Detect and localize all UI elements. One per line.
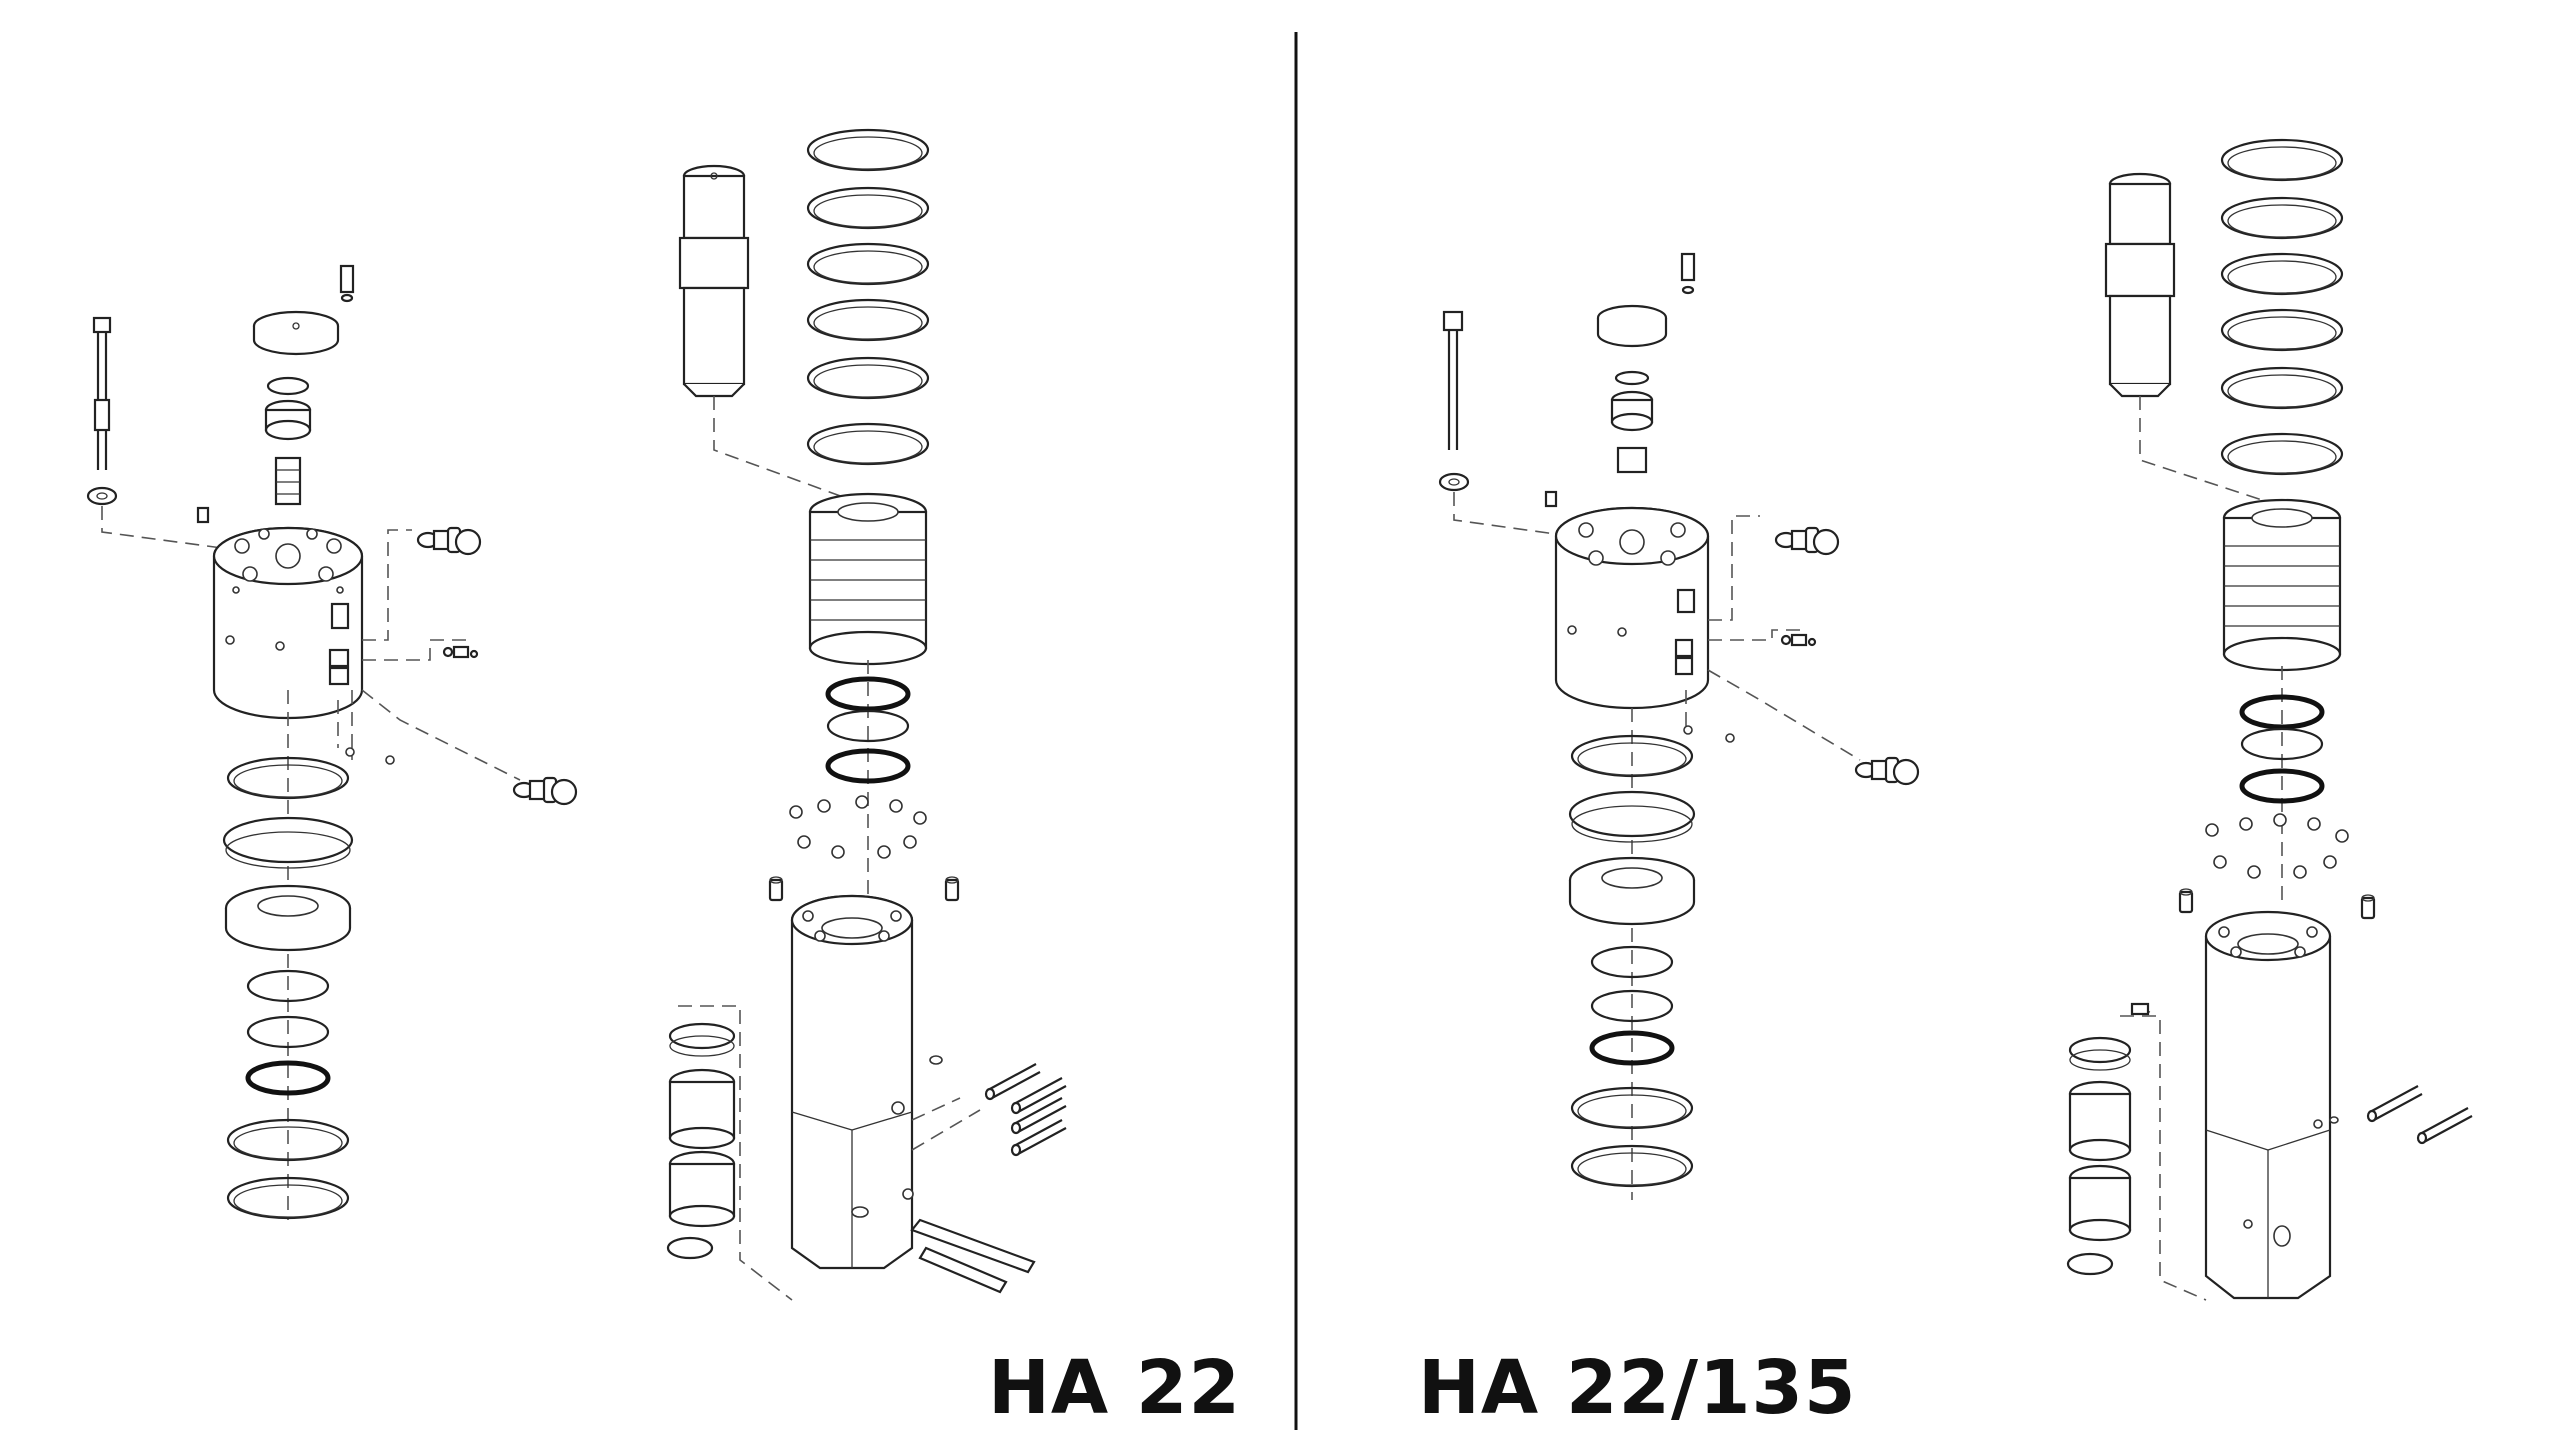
small-nipple-right: [2130, 1002, 2150, 1016]
main-piston-right: [2222, 498, 2342, 672]
piston-collar-right: [1568, 856, 1696, 926]
bush-parts: [666, 1022, 736, 1260]
main-housing-right: [2204, 910, 2332, 1300]
bolt-circle: [789, 795, 927, 859]
piston-rod-right: [2104, 172, 2176, 398]
main-piston: [808, 492, 928, 666]
thrust-ring-right: [1568, 790, 1696, 843]
long-bolt-right: [1438, 310, 1470, 492]
model-label-ha22-135: HA 22/135: [1418, 1345, 1857, 1431]
right-assembly: [1438, 138, 2474, 1301]
bush-parts-right: [2066, 1036, 2132, 1276]
main-housing: [790, 894, 914, 1270]
piston-collar: [224, 884, 352, 952]
guide-bush: [264, 399, 312, 441]
thrust-ring: [222, 816, 354, 869]
top-screw-right: [1680, 252, 1696, 295]
left-assembly: [86, 128, 1068, 1301]
piston-rod: [678, 164, 750, 398]
valve-spool: [274, 456, 302, 506]
long-bolt: [86, 316, 118, 506]
cap-disk-right: [1596, 304, 1668, 348]
model-label-ha22: HA 22: [988, 1345, 1241, 1431]
cap-disk: [252, 310, 340, 356]
cylinder-head-body: [212, 526, 364, 720]
cylinder-head-body-right: [1554, 506, 1710, 710]
top-screw: [339, 264, 355, 303]
key-bars: [910, 1218, 1036, 1294]
bolt-circle-right: [2205, 813, 2349, 879]
